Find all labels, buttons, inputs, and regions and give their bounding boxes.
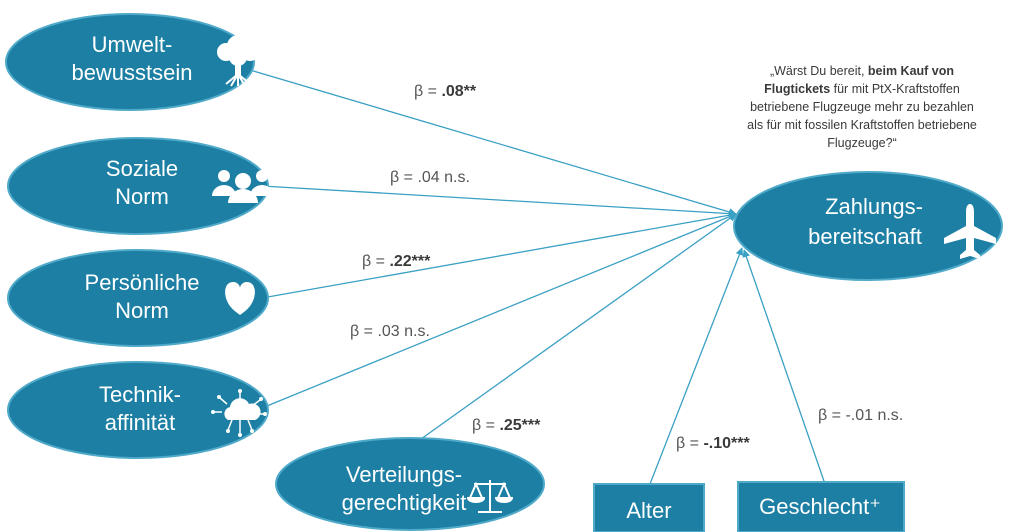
- beta-technik: β = .03 n.s.: [350, 323, 430, 340]
- airplane-icon: [944, 204, 996, 259]
- node-umweltbewusstsein: Umwelt- bewusstsein: [5, 13, 259, 111]
- svg-text:betriebene Flugzeuge mehr zu b: betriebene Flugzeuge mehr zu bezahlen: [750, 100, 974, 114]
- node-label-line1: Verteilungs-: [346, 462, 462, 487]
- svg-text:Flugtickets für mit PtX-Krafts: Flugtickets für mit PtX-Kraftstoffen: [764, 82, 960, 96]
- node-label: Alter: [626, 498, 671, 523]
- beta-umwelt: β = .08**: [414, 83, 477, 100]
- survey-question: „Wärst Du bereit, beim Kauf von Flugtick…: [747, 64, 977, 150]
- people-icon: [212, 170, 274, 203]
- node-label-line2: Norm: [115, 184, 169, 209]
- beta-persoenlich: β = .22***: [362, 253, 431, 270]
- node-label-line1: Umwelt-: [92, 32, 173, 57]
- node-zahlungsbereitschaft: Zahlungs- bereitschaft: [733, 171, 1003, 281]
- node-label-line1: Technik-: [99, 382, 181, 407]
- beta-geschlecht: β = -.01 n.s.: [818, 407, 903, 424]
- path-sozial: [261, 185, 737, 218]
- tree-icon: [217, 35, 259, 87]
- beta-alter: β = -.10***: [676, 435, 750, 452]
- svg-text:„Wärst Du bereit, beim Kauf vo: „Wärst Du bereit, beim Kauf von: [770, 64, 954, 78]
- node-verteilungsgerechtigkeit: Verteilungs- gerechtigkeit: [275, 437, 545, 531]
- node-label-line1: Persönliche: [85, 270, 200, 295]
- beta-verteilung: β = .25***: [472, 417, 541, 434]
- heart-icon: [225, 282, 255, 315]
- node-label-line2: Norm: [115, 298, 169, 323]
- path-geschlecht: [742, 249, 826, 485]
- path-persoenlich: [261, 211, 737, 299]
- path-umwelt: [249, 69, 737, 216]
- node-geschlecht: Geschlecht⁺: [737, 481, 905, 532]
- node-label: Geschlecht⁺: [759, 494, 881, 519]
- node-soziale-norm: Soziale Norm: [7, 137, 274, 235]
- node-label-line2: bewusstsein: [71, 60, 192, 85]
- path-alter: [649, 247, 744, 485]
- node-label-line2: affinität: [105, 410, 176, 435]
- node-persoenliche-norm: Persönliche Norm: [7, 249, 269, 347]
- node-label-line2: bereitschaft: [808, 224, 922, 249]
- path-technik: [261, 213, 737, 409]
- beta-sozial: β = .04 n.s.: [390, 169, 470, 186]
- scales-icon: [466, 480, 514, 513]
- svg-text:als für mit fossilen Kraftstof: als für mit fossilen Kraftstoffen betrie…: [747, 118, 977, 132]
- svg-text:Flugzeuge?“: Flugzeuge?“: [827, 136, 897, 150]
- node-label-line1: Soziale: [106, 156, 178, 181]
- node-technikaffinitaet: Technik- affinität: [7, 361, 269, 459]
- cloud-network-icon: [211, 389, 267, 437]
- path-verteilung: [399, 213, 737, 455]
- node-label-line1: Zahlungs-: [825, 194, 923, 219]
- node-alter: Alter: [593, 483, 705, 532]
- node-label-line2: gerechtigkeit: [342, 490, 467, 515]
